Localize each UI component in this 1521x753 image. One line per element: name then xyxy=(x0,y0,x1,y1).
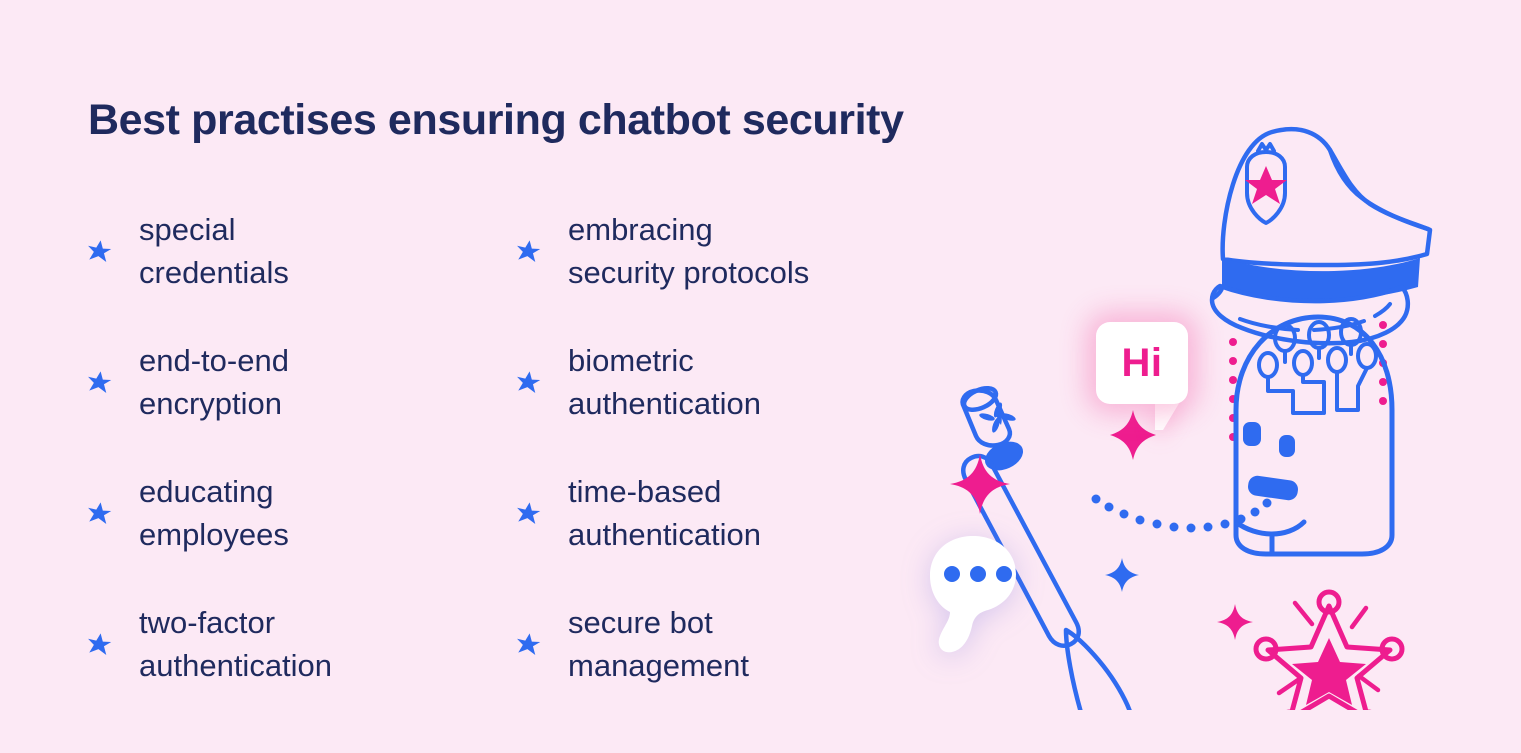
list-item: embracing security protocols xyxy=(515,186,945,317)
star-icon xyxy=(517,501,541,524)
typing-dot xyxy=(996,566,1012,582)
typing-dots xyxy=(944,566,1012,582)
list-item: educating employees xyxy=(86,448,506,579)
star-icon xyxy=(88,370,112,393)
sparkle-pink-badge-icon xyxy=(1217,604,1253,640)
sparkle-blue-small-icon xyxy=(1105,558,1139,592)
list-item-label: educating employees xyxy=(139,473,289,552)
typing-speech-bubble xyxy=(928,534,1018,654)
list-item: time-based authentication xyxy=(515,448,945,579)
hi-speech-bubble: Hi xyxy=(1096,322,1188,404)
typing-dot xyxy=(970,566,986,582)
list-item-label: secure bot management xyxy=(568,604,749,683)
star-icon xyxy=(517,370,541,393)
robot-eye-right xyxy=(1279,435,1295,457)
list-item: secure bot management xyxy=(515,579,945,710)
list-item-label: time-based authentication xyxy=(568,473,762,552)
sparkle-blue-pinwheel-icon xyxy=(979,402,1016,433)
sparkle-pink-large-icon xyxy=(950,454,1010,514)
police-cap-icon xyxy=(1209,126,1433,346)
robot-head-icon xyxy=(1233,314,1395,557)
best-practises-list-right: embracing security protocols biometric a… xyxy=(515,186,945,710)
list-item: special credentials xyxy=(86,186,506,317)
star-icon xyxy=(517,632,541,655)
star-icon xyxy=(88,239,112,262)
list-item: biometric authentication xyxy=(515,317,945,448)
star-icon xyxy=(88,501,112,524)
star-icon xyxy=(517,239,541,262)
list-item-label: embracing security protocols xyxy=(568,211,810,290)
list-item: end-to-end encryption xyxy=(86,317,506,448)
robot-mouth xyxy=(1248,475,1298,501)
star-icon xyxy=(88,632,112,655)
best-practises-list-left: special credentials end-to-end encryptio… xyxy=(86,186,506,710)
police-baton-icon xyxy=(960,386,1132,710)
cap-badge-star-icon xyxy=(1245,166,1287,204)
robot-eye-left xyxy=(1243,422,1261,446)
baton-joint xyxy=(984,441,1024,471)
list-item-label: special credentials xyxy=(139,211,289,290)
chatbot-security-illustration xyxy=(900,110,1521,710)
sheriff-badge-icon xyxy=(1253,589,1405,710)
hi-bubble-tail xyxy=(1155,400,1181,430)
list-item: two-factor authentication xyxy=(86,579,506,710)
list-item-label: biometric authentication xyxy=(568,342,762,421)
hi-bubble-label: Hi xyxy=(1121,341,1163,385)
typing-dot xyxy=(944,566,960,582)
list-item-label: end-to-end encryption xyxy=(139,342,289,421)
cap-band xyxy=(1222,258,1420,301)
sparkle-pink-small-top-icon xyxy=(1110,410,1156,460)
typing-bubble-shape xyxy=(930,536,1016,653)
page-title: Best practises ensuring chatbot security xyxy=(88,95,904,144)
dotted-trail-arc xyxy=(1091,494,1272,533)
list-item-label: two-factor authentication xyxy=(139,604,333,683)
